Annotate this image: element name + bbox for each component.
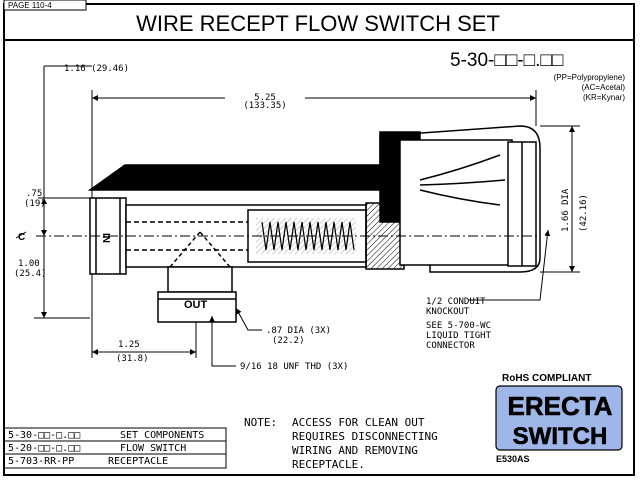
logo-code: E530AS xyxy=(496,454,530,464)
dim-525-label: 5.25 xyxy=(254,93,276,103)
table-row-3-part: 5-703-RR-PP xyxy=(8,456,74,467)
dim-166 xyxy=(540,125,580,273)
table-row-3-desc: RECEPTACLE xyxy=(108,456,168,467)
dim-166-mm: (42.16) xyxy=(579,194,589,232)
erecta-switch-logo: ERECTA SWITCH xyxy=(495,385,623,451)
dim-525 xyxy=(91,90,537,198)
page-ref: PAGE 110-4 xyxy=(8,1,52,10)
dim-087-mm: (22.2) xyxy=(272,336,305,346)
parts-table xyxy=(3,427,227,469)
rohs-label: RoHS COMPLIANT xyxy=(502,373,591,384)
outlet-label: OUT xyxy=(184,299,208,311)
dim-100-mm: (25.4) xyxy=(14,269,47,279)
dim-087-leader xyxy=(235,307,262,331)
note-prefix: NOTE: xyxy=(244,416,277,429)
see-label-2: LIQUID TIGHT xyxy=(426,331,492,341)
table-row-1-desc: SET COMPONENTS xyxy=(120,430,204,441)
dim-525-mm: (133.35) xyxy=(243,101,286,111)
note-line-1: ACCESS FOR CLEAN OUT xyxy=(292,416,425,429)
part-number: 5-30-□□-□.□□ xyxy=(450,50,564,71)
see-label-1: SEE 5-700-WC xyxy=(426,321,491,331)
conduit-leader xyxy=(468,229,551,301)
centerline-symbol: C xyxy=(18,232,25,243)
thread-label: 9/16 18 UNF THD (3X) xyxy=(240,362,348,372)
note-line-3: WIRING AND REMOVING xyxy=(292,444,418,457)
dim-116 xyxy=(34,65,92,319)
lead-wires xyxy=(419,154,506,206)
dim-075-label: .75 xyxy=(26,189,42,199)
drawing-title: WIRE RECEPT FLOW SWITCH SET xyxy=(136,11,500,36)
dim-100-label: 1.00 xyxy=(18,259,40,269)
page-tab xyxy=(3,0,87,11)
conduit-label-2: KNOCKOUT xyxy=(426,307,470,317)
dim-125 xyxy=(91,274,197,358)
dim-125-label: 1.25 xyxy=(118,340,140,350)
dim-075 xyxy=(38,197,92,236)
material-kr: (KR=Kynar) xyxy=(583,93,625,102)
note-line-2: REQUIRES DISCONNECTING xyxy=(292,430,438,443)
outer-frame xyxy=(3,3,635,476)
material-pp: (PP=Polypropylene) xyxy=(554,73,626,82)
dim-125-mm: (31.8) xyxy=(116,354,149,364)
dim-075-mm: (19) xyxy=(24,199,46,209)
table-row-1-part: 5-30-□□-□.□□ xyxy=(8,430,80,441)
conduit-label-1: 1/2 CONDUIT xyxy=(426,297,486,307)
dim-087-label: .87 DIA (3X) xyxy=(266,326,331,336)
dim-116-label: 1.16 (29.46) xyxy=(64,64,129,74)
thread-leader xyxy=(209,316,236,367)
logo-line1: ERECTA xyxy=(508,391,613,421)
table-row-2-part: 5-20-□□-□.□□ xyxy=(8,443,80,454)
dim-166-label: 1.66 DIA xyxy=(561,188,571,232)
material-ac: (AC=Acetal) xyxy=(582,83,626,92)
see-label-3: CONNECTOR xyxy=(426,341,475,351)
inlet-label: IN xyxy=(100,233,111,243)
logo-line2: SWITCH xyxy=(513,423,608,450)
table-row-2-desc: FLOW SWITCH xyxy=(120,443,186,454)
note-line-4: RECEPTACLE. xyxy=(292,458,365,471)
